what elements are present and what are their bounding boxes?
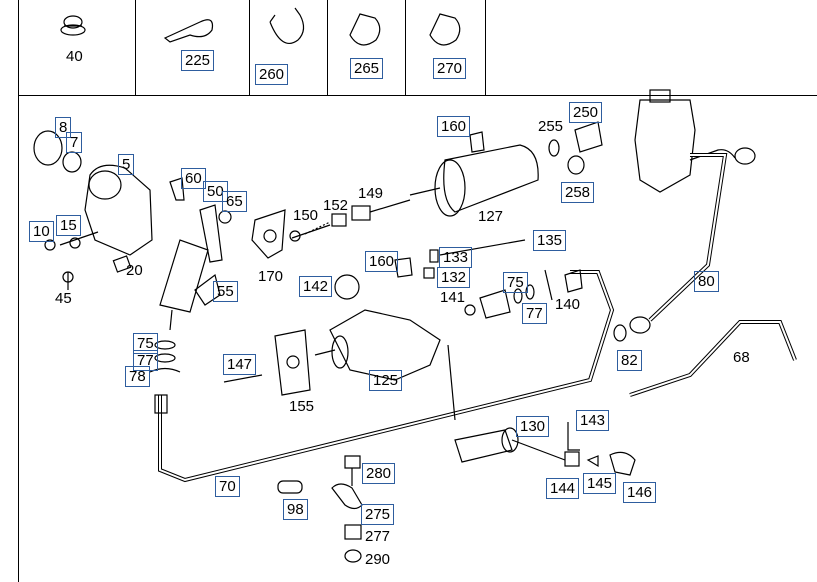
callout-78[interactable]: 78: [125, 366, 150, 387]
grommet-icon: [60, 15, 86, 36]
callout-130[interactable]: 130: [516, 416, 550, 437]
callout-145[interactable]: 145: [583, 473, 617, 494]
header-cell-40: [18, 0, 136, 95]
callout-15[interactable]: 15: [56, 215, 81, 236]
clamp-icon-265: [349, 13, 381, 46]
callout-160-mid[interactable]: 160: [365, 251, 399, 272]
callout-250[interactable]: 250: [569, 102, 603, 123]
clamp-icon-260: [269, 7, 305, 44]
callout-80[interactable]: 80: [694, 271, 719, 292]
label-141: 141: [440, 289, 466, 306]
label-150: 150: [293, 207, 319, 224]
label-255: 255: [538, 118, 564, 135]
callout-55[interactable]: 55: [213, 281, 238, 302]
label-45: 45: [55, 290, 72, 307]
callout-77-left[interactable]: 77: [133, 350, 158, 371]
label-170: 170: [258, 268, 284, 285]
callout-8[interactable]: 8: [55, 117, 72, 138]
label-277: 277: [365, 528, 391, 545]
callout-7[interactable]: 7: [66, 132, 83, 153]
callout-280[interactable]: 280: [362, 463, 396, 484]
callout-125[interactable]: 125: [369, 370, 403, 391]
label-152: 152: [323, 197, 349, 214]
label-149: 149: [358, 185, 384, 202]
callout-70[interactable]: 70: [215, 476, 240, 497]
callout-258[interactable]: 258: [561, 182, 595, 203]
callout-135[interactable]: 135: [533, 230, 567, 251]
callout-132[interactable]: 132: [437, 267, 471, 288]
callout-133[interactable]: 133: [439, 247, 473, 268]
callout-146[interactable]: 146: [623, 482, 657, 503]
header-cell-270: [405, 0, 486, 95]
callout-98[interactable]: 98: [283, 499, 308, 520]
label-140: 140: [555, 296, 581, 313]
callout-144[interactable]: 144: [546, 478, 580, 499]
callout-82[interactable]: 82: [617, 350, 642, 371]
callout-260[interactable]: 260: [255, 64, 289, 85]
callout-77-right[interactable]: 77: [522, 303, 547, 324]
header-cell-260: [249, 0, 328, 95]
callout-60[interactable]: 60: [181, 168, 206, 189]
header-parts-row: [18, 0, 817, 96]
callout-270[interactable]: 270: [433, 58, 467, 79]
clamp-icon-270: [429, 13, 461, 46]
label-155: 155: [289, 398, 315, 415]
callout-10[interactable]: 10: [29, 221, 54, 242]
callout-225[interactable]: 225: [181, 50, 215, 71]
callout-265[interactable]: 265: [350, 58, 384, 79]
callout-75-right[interactable]: 75: [503, 272, 528, 293]
label-127: 127: [478, 208, 504, 225]
callout-147[interactable]: 147: [223, 354, 257, 375]
label-40: 40: [66, 48, 83, 65]
callout-142[interactable]: 142: [299, 276, 333, 297]
label-20: 20: [126, 262, 143, 279]
header-cell-265: [327, 0, 406, 95]
label-68: 68: [733, 349, 750, 366]
header-cell-225: [135, 0, 250, 95]
callout-160-top[interactable]: 160: [437, 116, 471, 137]
callout-65[interactable]: 65: [222, 191, 247, 212]
left-border: [18, 95, 19, 582]
cable-clip-icon: [163, 19, 214, 43]
callout-5[interactable]: 5: [118, 154, 135, 175]
callout-75-left[interactable]: 75: [133, 333, 158, 354]
label-290: 290: [365, 551, 391, 568]
callout-143[interactable]: 143: [576, 410, 610, 431]
callout-275[interactable]: 275: [361, 504, 395, 525]
